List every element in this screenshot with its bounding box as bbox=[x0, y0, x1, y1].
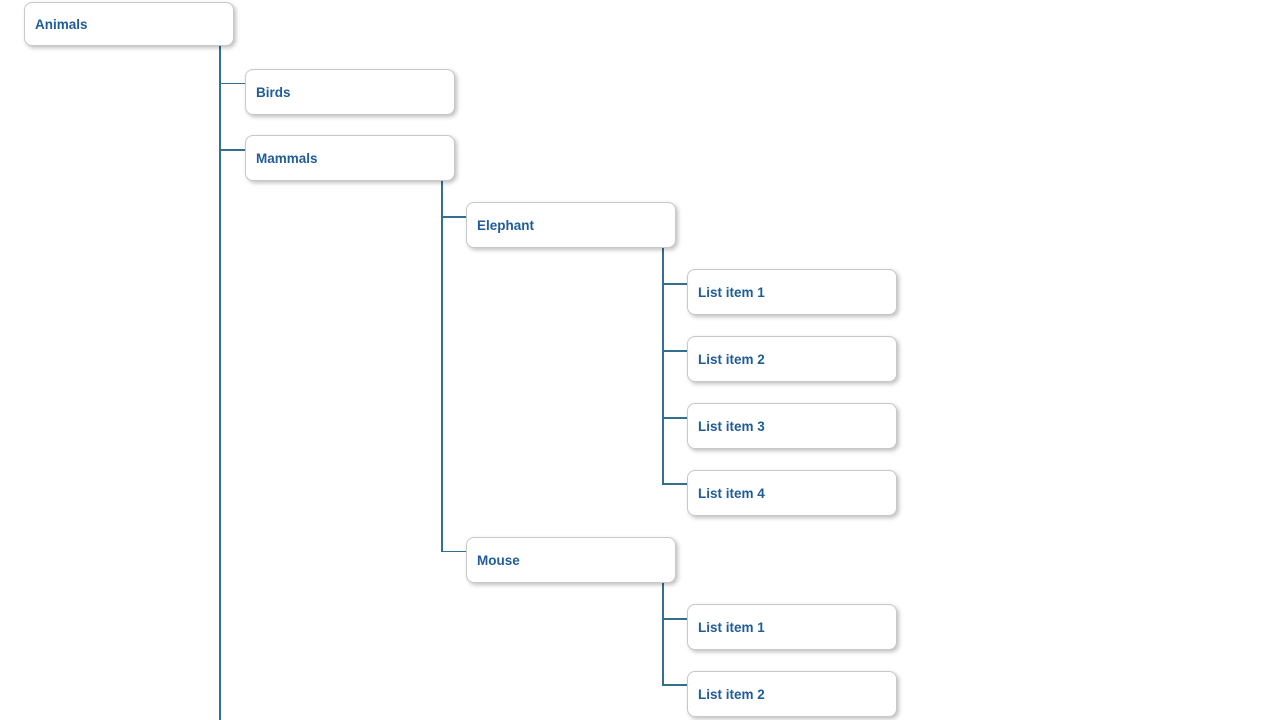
tree-node-elephant-item-2-label: List item 2 bbox=[698, 351, 765, 367]
tree-node-elephant-item-2[interactable]: List item 2 bbox=[687, 336, 897, 382]
connector-mouse-trunk bbox=[662, 583, 664, 686]
tree-node-elephant-item-1[interactable]: List item 1 bbox=[687, 269, 897, 315]
tree-node-mammals-label: Mammals bbox=[256, 150, 318, 166]
connector-animals-trunk bbox=[219, 46, 221, 720]
tree-node-mouse-label: Mouse bbox=[477, 552, 520, 568]
connector-elephant-trunk bbox=[662, 248, 664, 485]
tree-node-animals-label: Animals bbox=[35, 16, 88, 32]
tree-node-birds[interactable]: Birds bbox=[245, 69, 455, 115]
connector-mouse-to-item2 bbox=[662, 684, 687, 686]
tree-node-mammals[interactable]: Mammals bbox=[245, 135, 455, 181]
tree-node-mouse-item-1[interactable]: List item 1 bbox=[687, 604, 897, 650]
connector-elephant-to-item4 bbox=[662, 483, 687, 485]
connector-elephant-to-item1 bbox=[662, 283, 687, 285]
tree-node-elephant-item-4[interactable]: List item 4 bbox=[687, 470, 897, 516]
connector-animals-to-birds bbox=[219, 82, 245, 84]
tree-node-elephant-item-3[interactable]: List item 3 bbox=[687, 403, 897, 449]
tree-node-elephant-item-1-label: List item 1 bbox=[698, 284, 765, 300]
connector-mammals-trunk bbox=[441, 181, 443, 552]
tree-node-mouse[interactable]: Mouse bbox=[466, 537, 676, 583]
tree-node-elephant-label: Elephant bbox=[477, 217, 535, 233]
tree-node-mouse-item-2-label: List item 2 bbox=[698, 686, 765, 702]
tree-node-mouse-item-2[interactable]: List item 2 bbox=[687, 671, 897, 717]
connector-mouse-to-item1 bbox=[662, 618, 687, 620]
connector-elephant-to-item2 bbox=[662, 350, 687, 352]
tree-node-animals[interactable]: Animals bbox=[24, 2, 234, 46]
tree-node-elephant[interactable]: Elephant bbox=[466, 202, 676, 248]
tree-node-mouse-item-1-label: List item 1 bbox=[698, 619, 765, 635]
tree-node-birds-label: Birds bbox=[256, 84, 291, 100]
tree-node-elephant-item-3-label: List item 3 bbox=[698, 418, 765, 434]
connector-mammals-to-mouse bbox=[441, 550, 466, 552]
tree-node-elephant-item-4-label: List item 4 bbox=[698, 485, 765, 501]
connector-animals-to-mammals bbox=[219, 149, 245, 151]
connector-mammals-to-elephant bbox=[441, 216, 466, 218]
connector-elephant-to-item3 bbox=[662, 417, 687, 419]
